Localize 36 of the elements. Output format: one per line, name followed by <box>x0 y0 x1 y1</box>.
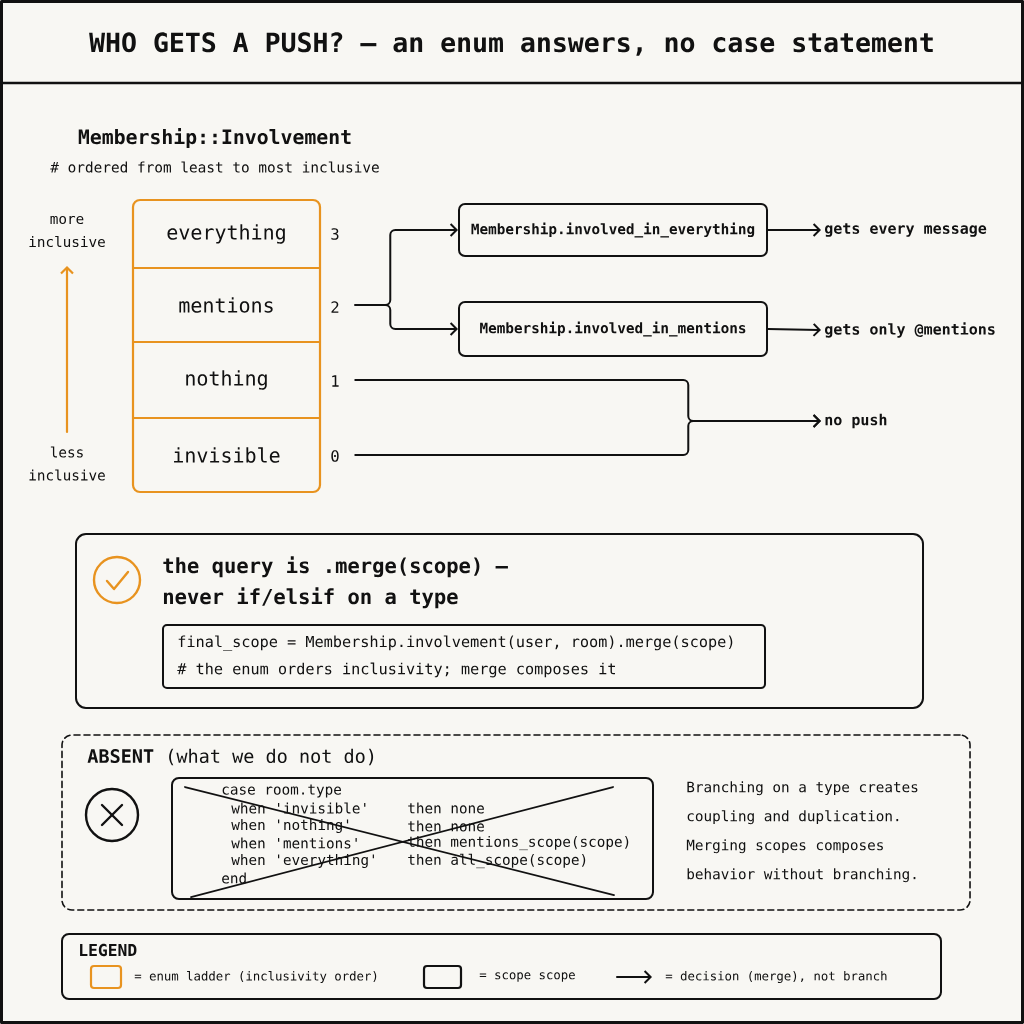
node-label: end <box>222 872 246 884</box>
side-label: more inclusive <box>29 215 105 248</box>
arrow <box>767 223 821 237</box>
arrow <box>767 322 821 337</box>
value-number: 2 <box>331 301 339 313</box>
node-label: when 'invisible' <box>231 802 366 814</box>
node-label: when 'mentions' <box>231 837 357 849</box>
arrow <box>354 414 821 456</box>
scope-box: Membership.involved_in_everything <box>458 203 768 257</box>
scope-box: Membership.involved_in_mentions <box>458 301 768 357</box>
note-text: Branching on a type creates coupling and duplication. Merging scopes composes behavior without branching. <box>686 781 918 883</box>
code-comment: # ordered from least to most inclusive <box>50 161 379 173</box>
code-box: final_scope = Membership.involvement(user, room).merge(scope) # the enum orders inclusivity; merge composes it <box>162 624 766 689</box>
ladder-cell: invisible <box>131 416 322 463</box>
title: WHO GETS A PUSH? — an enum answers, no case statement <box>89 32 933 56</box>
node-label: case room.type <box>222 784 341 798</box>
heading: the query is .merge(scope) — never if/elsif on a type <box>163 556 508 609</box>
value-number: 0 <box>331 450 339 462</box>
ladder-cell: mentions <box>131 266 322 313</box>
outcome-text: gets every message <box>825 223 987 237</box>
value-number: 3 <box>331 228 339 240</box>
value-number: 1 <box>332 375 339 387</box>
legend-text: = scope scope <box>479 972 575 982</box>
legend-title: LEGEND <box>80 943 137 957</box>
ladder-cell: everything <box>167 224 285 244</box>
legend-text: = decision (merge), not branch <box>665 971 887 983</box>
ladder-cell: nothing <box>131 340 322 390</box>
legend-text: = enum ladder (inclusivity order) <box>134 971 377 983</box>
node-label: then none <box>408 802 484 814</box>
outcome-text: no push <box>825 413 887 429</box>
node-label: when 'nothing' <box>231 819 349 833</box>
heading: ABSENT (what we do not do) <box>87 748 374 766</box>
outcome-text: gets only @mentions <box>825 322 995 338</box>
arrow <box>354 304 458 336</box>
heading: Membership::Involvement <box>78 127 351 149</box>
side-label: less inclusive <box>29 446 105 481</box>
